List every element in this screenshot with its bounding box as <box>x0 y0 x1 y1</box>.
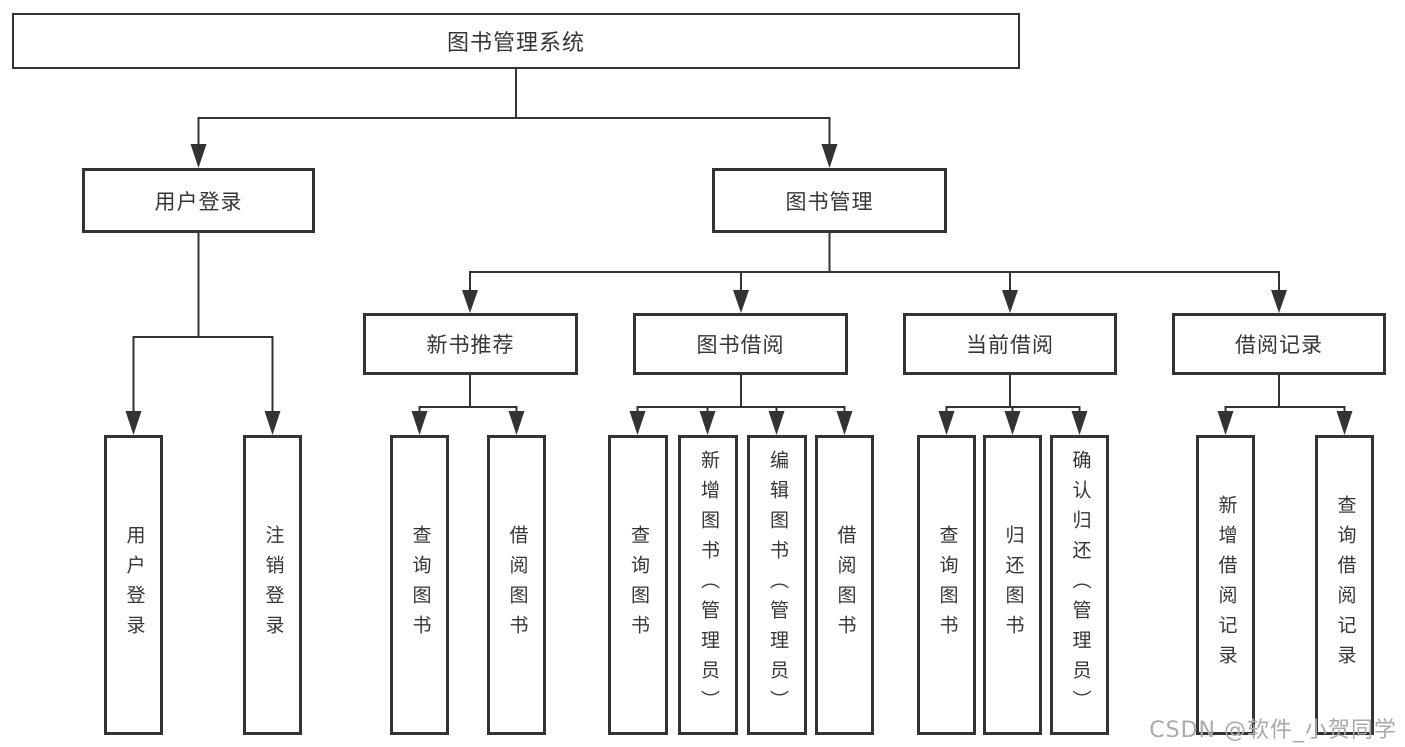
leaf-logout: 注销登录 <box>243 435 302 735</box>
leaf-label: 编辑图书（管理员） <box>766 450 789 720</box>
node-label: 借阅记录 <box>1235 333 1323 357</box>
leaf-return-book: 归还图书 <box>983 435 1042 735</box>
leaf-label: 查询图书 <box>936 525 959 645</box>
arrowheads <box>125 144 1353 435</box>
leaf-borrow-books-recommend: 借阅图书 <box>487 435 546 735</box>
leaf-add-borrow-record: 新增借阅记录 <box>1196 435 1255 735</box>
leaf-label: 注销登录 <box>262 525 285 645</box>
leaf-label: 查询图书 <box>409 525 432 645</box>
leaf-label: 归还图书 <box>1002 525 1025 645</box>
leaf-label: 新增图书（管理员） <box>697 450 720 720</box>
leaf-label: 用户登录 <box>123 525 146 645</box>
node-book-borrow: 图书借阅 <box>633 313 848 375</box>
node-library-management-system: 图书管理系统 <box>12 13 1020 69</box>
leaf-add-book-admin: 新增图书（管理员） <box>678 435 738 735</box>
node-label: 图书借阅 <box>696 333 785 357</box>
node-new-book-recommend: 新书推荐 <box>363 313 578 375</box>
node-label: 图书管理系统 <box>446 31 585 56</box>
node-borrow-records: 借阅记录 <box>1172 313 1386 375</box>
node-label: 用户登录 <box>154 189 243 214</box>
leaf-label: 查询借阅记录 <box>1334 495 1357 675</box>
leaf-label: 确认归还（管理员） <box>1069 450 1092 720</box>
node-label: 当前借阅 <box>966 333 1054 357</box>
leaf-query-books-current: 查询图书 <box>917 435 976 735</box>
leaf-query-books-borrow: 查询图书 <box>608 435 668 735</box>
leaf-user-login: 用户登录 <box>104 435 163 735</box>
leaf-edit-book-admin: 编辑图书（管理员） <box>747 435 807 735</box>
leaf-confirm-return-admin: 确认归还（管理员） <box>1050 435 1109 735</box>
watermark: CSDN @软件_小贺同学 <box>1149 718 1397 743</box>
leaf-label: 新增借阅记录 <box>1215 495 1238 675</box>
node-user-login: 用户登录 <box>82 168 315 233</box>
node-book-management: 图书管理 <box>712 168 947 233</box>
leaf-query-books-recommend: 查询图书 <box>390 435 449 735</box>
leaf-label: 借阅图书 <box>834 525 857 645</box>
node-label: 图书管理 <box>785 189 874 214</box>
node-label: 新书推荐 <box>426 333 515 357</box>
leaf-borrow-books: 借阅图书 <box>815 435 874 735</box>
leaf-query-borrow-record: 查询借阅记录 <box>1315 435 1374 735</box>
leaf-label: 查询图书 <box>627 525 650 645</box>
leaf-label: 借阅图书 <box>506 525 529 645</box>
node-current-borrow: 当前借阅 <box>903 313 1117 375</box>
